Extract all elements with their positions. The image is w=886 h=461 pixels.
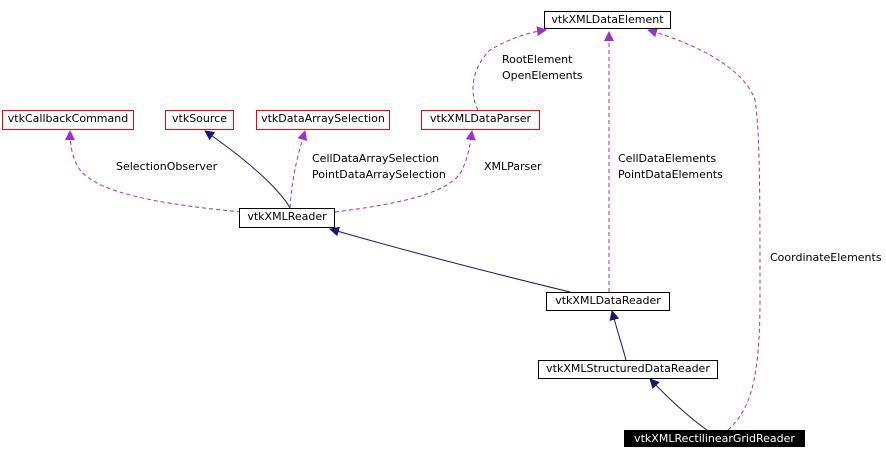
node-vtkdataarrayselection[interactable]: vtkDataArraySelection [256, 110, 390, 130]
label-selection-observer: SelectionObserver [116, 160, 218, 173]
label-data-elements: CellDataElements PointDataElements [618, 151, 723, 183]
edge-structured-to-datareader [609, 310, 627, 361]
node-vtkxmldatareader[interactable]: vtkXMLDataReader [546, 292, 670, 311]
edge-reader-to-callback [65, 130, 242, 213]
node-vtkxmldataelement[interactable]: vtkXMLDataElement [544, 11, 671, 29]
label-point-data-array-selection: PointDataArraySelection [312, 168, 446, 181]
label-point-data-elements: PointDataElements [618, 168, 723, 181]
node-vtksource[interactable]: vtkSource [165, 110, 234, 130]
label-coordinate-elements: CoordinateElements [770, 251, 882, 264]
node-vtkcallbackcommand[interactable]: vtkCallbackCommand [2, 110, 134, 130]
label-root-element: RootElement [502, 53, 573, 66]
node-vtkxmlstructureddatareader[interactable]: vtkXMLStructuredDataReader [538, 360, 718, 379]
node-vtkxmlreader[interactable]: vtkXMLReader [239, 208, 335, 228]
node-vtkxmldataparser[interactable]: vtkXMLDataParser [421, 110, 540, 130]
node-vtkxmlrectilineargridreader[interactable]: vtkXMLRectilinearGridReader [624, 430, 805, 447]
label-parser-element: RootElement OpenElements [502, 52, 583, 84]
label-cell-data-elements: CellDataElements [618, 152, 717, 165]
edge-rectilinear-to-structured [649, 378, 708, 431]
label-cell-data-array-selection: CellDataArraySelection [312, 152, 440, 165]
edge-datareader-to-reader [329, 226, 571, 293]
edge-reader-to-parser [334, 130, 476, 213]
label-array-selections: CellDataArraySelection PointDataArraySel… [312, 151, 446, 183]
edge-reader-to-source [204, 130, 291, 209]
label-open-elements: OpenElements [502, 69, 583, 82]
edge-reader-to-selection [289, 130, 308, 209]
label-xml-parser: XMLParser [484, 160, 542, 173]
edge-parser-to-element [472, 26, 547, 111]
